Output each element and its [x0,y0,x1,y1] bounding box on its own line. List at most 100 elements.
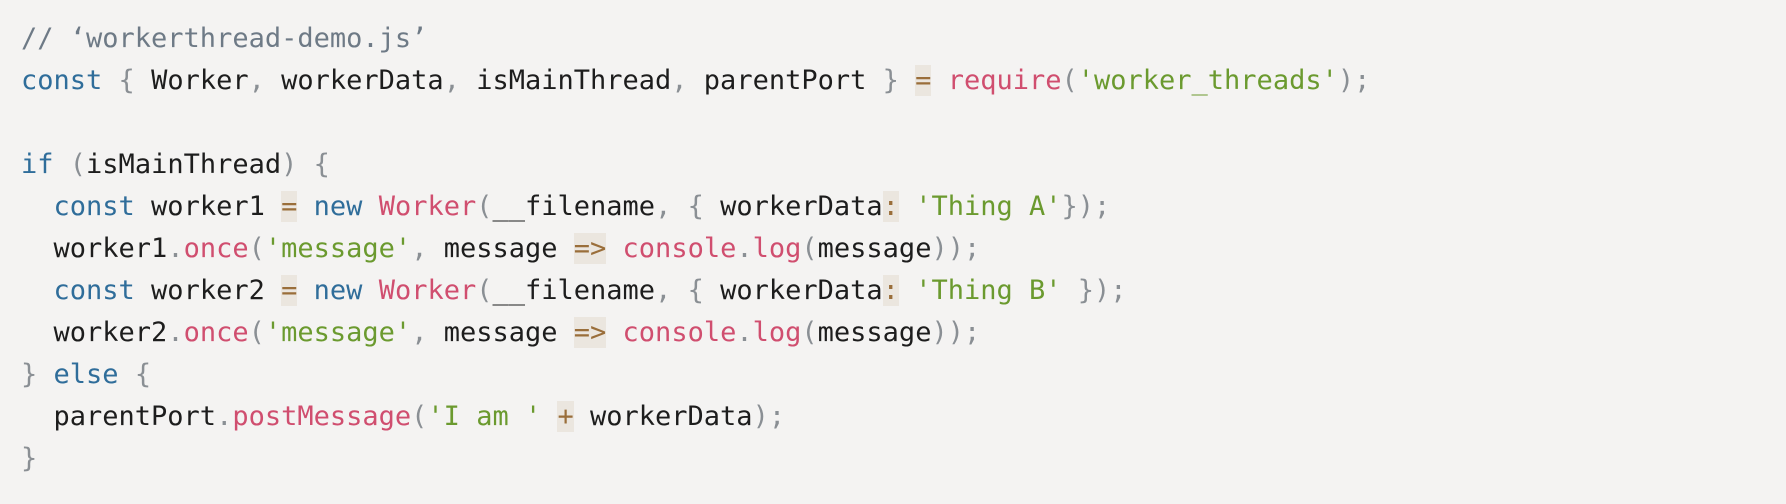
code-token-plain [899,65,915,96]
code-token-func: once [183,233,249,264]
code-token-punct: )); [931,317,981,348]
code-token-op: : [882,191,899,222]
code-line: if (isMainThread) { [21,144,1370,186]
code-token-punct: , [655,275,672,306]
code-token-punct: . [167,317,184,348]
code-line: } else { [21,354,1370,396]
code-token-punct: , [671,65,688,96]
code-token-punct: } [21,443,38,474]
code-token-punct: } [21,359,38,390]
code-token-keyword: const [53,191,135,222]
code-token-punct: , [248,65,265,96]
code-token-func: postMessage [232,401,412,432]
code-token-plain: worker2 [21,317,168,348]
code-token-punct: ); [1337,65,1371,96]
code-token-punct: ( [1061,65,1078,96]
code-token-punct: ( [248,233,265,264]
code-token-punct: , [411,233,428,264]
code-token-plain [1062,275,1078,306]
code-token-punct: , [443,65,460,96]
code-token-func: console [622,233,737,264]
code-token-plain: worker1 [21,233,168,264]
code-token-punct: . [736,233,753,264]
code-token-plain: Worker [134,65,249,96]
code-token-punct: ( [476,275,493,306]
code-token-plain [54,149,70,180]
code-token-plain [37,359,53,390]
code-token-string: 'message' [264,233,412,264]
code-token-plain: workerData [703,275,883,306]
code-line: // ‘workerthread-demo.js’ [21,18,1370,60]
code-line [21,102,1370,144]
code-token-string: 'worker_threads' [1077,65,1338,96]
code-line: const worker2 = new Worker(__filename, {… [21,270,1370,312]
code-line: worker1.once('message', message => conso… [21,228,1370,270]
code-token-plain [931,65,947,96]
code-token-plain: workerData [573,401,753,432]
code-token-plain: parentPort [687,65,883,96]
code-block: // ‘workerthread-demo.js’ const { Worker,… [21,18,1370,480]
code-token-plain [899,191,915,222]
code-line: const { Worker, workerData, isMainThread… [21,60,1370,102]
code-token-plain [119,359,135,390]
code-token-func: log [752,317,802,348]
code-token-punct: { [134,359,152,390]
code-token-op: = [915,65,932,96]
code-token-punct: } [882,65,899,96]
code-token-punct: . [736,317,753,348]
code-token-plain: worker1 [134,191,282,222]
code-token-punct: ) [281,149,298,180]
code-token-punct: ); [752,401,786,432]
code-token-punct: { [118,65,135,96]
code-token-plain: worker2 [134,275,282,306]
code-token-func: Worker [378,191,477,222]
code-token-keyword: new [313,191,363,222]
code-token-keyword: else [53,359,119,390]
code-token-op: => [573,317,607,348]
code-token-keyword: new [313,275,363,306]
code-token-string: 'I am ' [427,401,542,432]
code-token-plain [899,275,915,306]
code-token-func: require [947,65,1062,96]
code-token-punct: . [216,401,233,432]
code-token-plain: message [427,317,574,348]
code-token-op: : [882,275,899,306]
code-token-punct: ( [248,317,265,348]
code-token-punct: ( [411,401,428,432]
code-token-punct: )); [931,233,981,264]
code-token-keyword: if [21,149,54,180]
code-token-punct: ( [801,233,818,264]
code-token-plain: message [427,233,574,264]
code-token-punct: ( [801,317,818,348]
code-token-punct: }); [1061,191,1111,222]
code-token-punct: ( [69,149,87,180]
code-line: } [21,438,1370,480]
code-token-plain [102,65,118,96]
code-token-plain [21,191,54,222]
code-token-plain: parentPort [21,401,217,432]
code-token-plain [541,401,557,432]
code-token-func: once [183,317,249,348]
code-token-plain [21,275,54,306]
code-token-plain: message [817,233,932,264]
code-token-plain [671,275,687,306]
code-token-func: log [752,233,802,264]
code-line: worker2.once('message', message => conso… [21,312,1370,354]
code-token-punct: }); [1077,275,1127,306]
code-token-op: + [557,401,574,432]
code-token-op: => [573,233,607,264]
code-token-punct: , [411,317,428,348]
code-token-punct: { [313,149,330,180]
code-token-string: 'Thing A' [915,191,1062,222]
code-token-keyword: const [53,275,135,306]
code-token-op: = [281,191,298,222]
code-token-plain: __filename [492,275,656,306]
code-token-plain [671,191,687,222]
code-token-plain [606,233,622,264]
code-token-comment: // ‘workerthread-demo.js’ [21,23,428,54]
code-token-punct: { [687,275,704,306]
code-token-punct: . [167,233,184,264]
code-token-plain [297,149,313,180]
code-token-punct: , [655,191,672,222]
code-token-plain: message [817,317,932,348]
